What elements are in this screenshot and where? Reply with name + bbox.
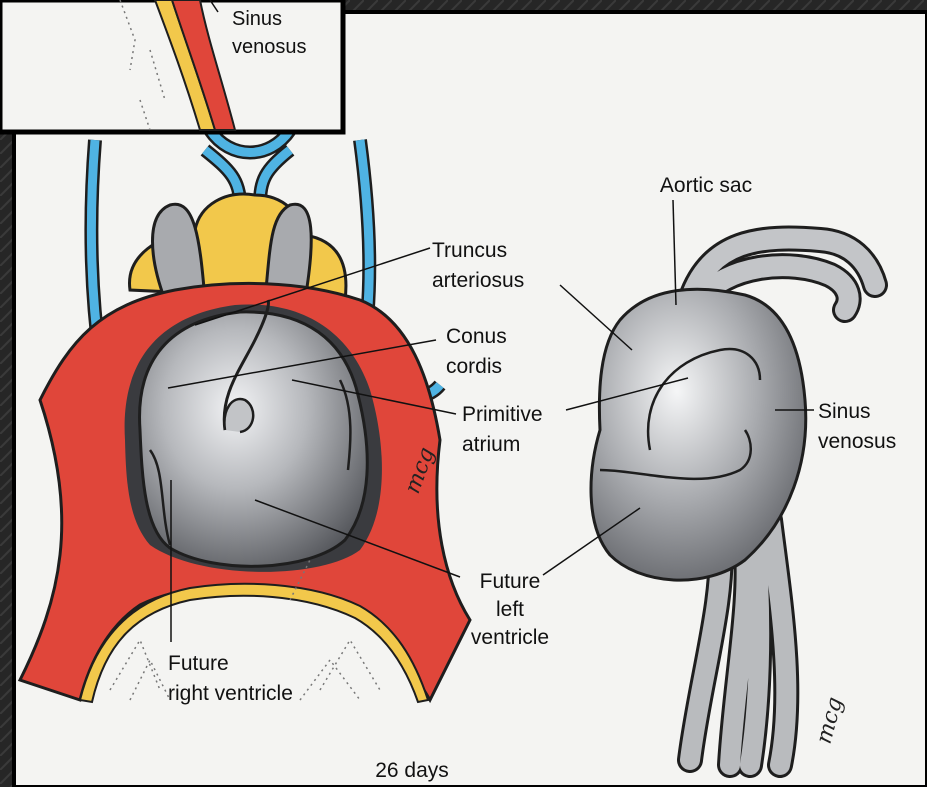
inset-label-line1: Sinus (232, 8, 282, 30)
label-left-ventricle-line1: Future (480, 570, 541, 593)
label-aortic-sac: Aortic sac (660, 174, 752, 197)
label-right-ventricle-line2: right ventricle (168, 682, 293, 705)
label-side-sinus-line2: venosus (818, 430, 896, 453)
label-conus-line1: Conus (446, 325, 507, 348)
label-left-ventricle-line3: ventricle (471, 626, 549, 649)
label-conus-line2: cordis (446, 355, 502, 378)
caption-26-days: 26 days (375, 759, 449, 782)
inset-label-line2: venosus (232, 36, 307, 58)
label-side-sinus-line1: Sinus (818, 400, 871, 423)
label-truncus-line2: arteriosus (432, 269, 524, 292)
conus-loop (224, 399, 253, 432)
label-atrium-line1: Primitive (462, 403, 543, 426)
label-truncus-line1: Truncus (432, 239, 507, 262)
label-right-ventricle-line1: Future (168, 652, 229, 675)
inset-panel: Sinus venosus (0, 0, 343, 132)
label-atrium-line2: atrium (462, 433, 520, 456)
label-left-ventricle-line2: left (496, 598, 524, 621)
front-heart-body (140, 312, 368, 566)
